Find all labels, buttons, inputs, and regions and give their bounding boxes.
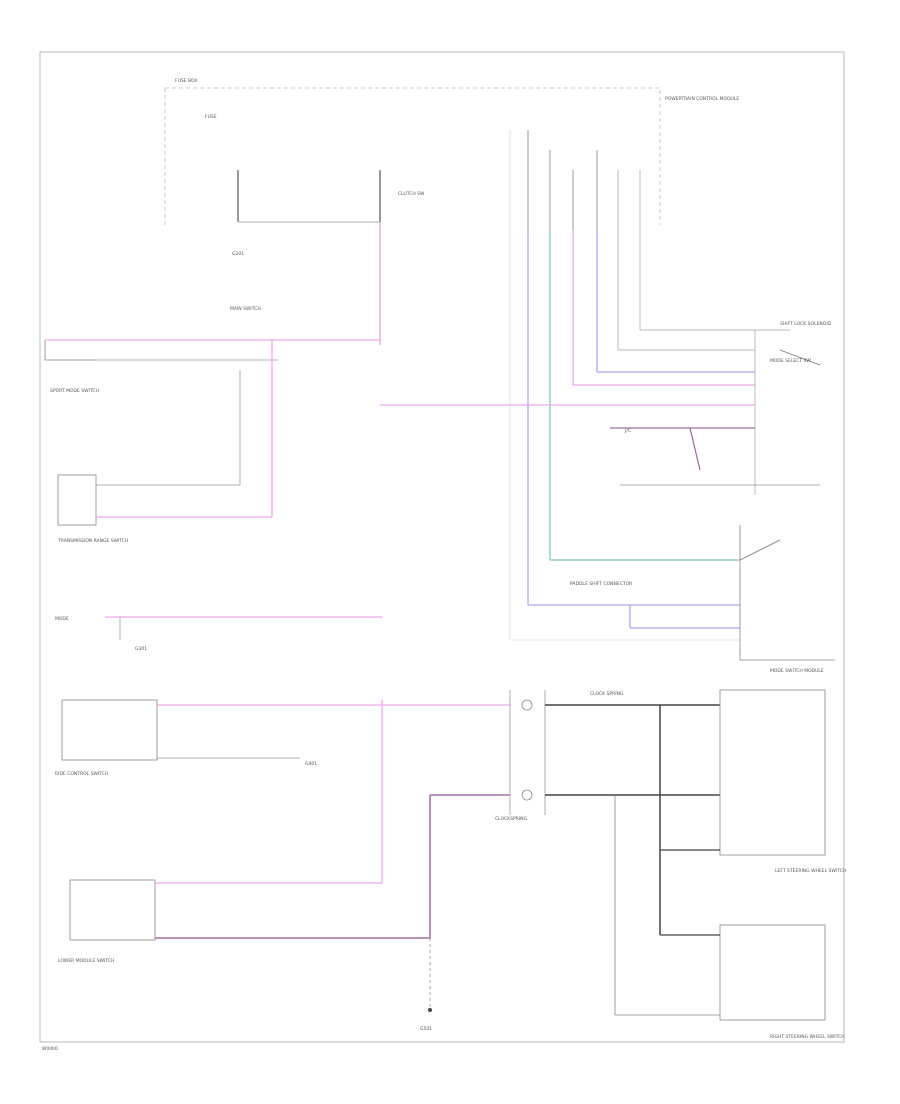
shift-lock-block: SHIFT LOCK SOLENOID MODE SELECT SW J/C <box>380 321 832 495</box>
left-steering-switch: LEFT STEERING WHEEL SWITCH <box>660 689 846 874</box>
transmission-switch-label: TRANSMISSION RANGE SWITCH <box>57 538 128 544</box>
clock-spring-label: CLOCKSPRING <box>495 816 528 822</box>
clock-spring: CLOCKSPRING CLOCK SPRING <box>495 690 720 1015</box>
ride-control-switch: RIDE CONTROL SWITCH G401 <box>55 699 510 777</box>
mode-select-label: MODE SELECT SW <box>770 358 811 364</box>
clutch-switch-label: CLUTCH SW <box>398 191 425 197</box>
clock-spring-top-label: CLOCK SPRING <box>590 691 624 697</box>
lower-module-label: LOWER MODULE SWITCH <box>58 958 114 964</box>
left-steering-label: LEFT STEERING WHEEL SWITCH <box>775 868 846 874</box>
ground-left-label: G201 <box>232 251 244 257</box>
ride-ground-label: G401 <box>305 761 317 767</box>
lower-module-switch: LOWER MODULE SWITCH <box>58 700 510 964</box>
splice-ground-label: G501 <box>420 1026 432 1032</box>
paddle-connector-label: PADDLE SHIFT CONNECTOR <box>570 581 632 587</box>
sport-mode-switch: SPORT MODE SWITCH MAIN SWITCH <box>44 306 380 394</box>
right-steering-label: RIGHT STEERING WHEEL SWITCH <box>770 1034 845 1040</box>
fuse-box: FUSE BOX FUSE POWERTRAIN CONTROL MODULE <box>164 78 739 225</box>
connector-bundle <box>509 130 790 641</box>
clutch-switch: CLUTCH SW <box>379 170 425 222</box>
sport-mode-label: SPORT MODE SWITCH <box>50 388 99 394</box>
page-id: W0000 <box>42 1046 58 1052</box>
mode-switch-module: MODE SWITCH MODULE PADDLE SHIFT CONNECTO… <box>570 525 835 674</box>
ride-control-label: RIDE CONTROL SWITCH <box>55 771 108 777</box>
fuse-label: FUSE <box>205 114 217 120</box>
main-switch-label: MAIN SWITCH <box>230 306 261 312</box>
mode-connector-label: MODE <box>55 616 69 622</box>
mode-switch-module-label: MODE SWITCH MODULE <box>770 668 824 674</box>
control-module-label: POWERTRAIN CONTROL MODULE <box>665 96 739 102</box>
mode-connector: MODE G301 <box>55 616 382 652</box>
diagram-border <box>39 51 845 1043</box>
junction-label: J/C <box>624 428 631 434</box>
mode-ground-label: G301 <box>135 646 147 652</box>
fuse-box-label: FUSE BOX <box>175 78 197 84</box>
transmission-switch: TRANSMISSION RANGE SWITCH <box>57 340 273 544</box>
splice-ground: G501 <box>420 938 432 1032</box>
right-steering-switch: RIGHT STEERING WHEEL SWITCH <box>615 924 845 1040</box>
shift-lock-label: SHIFT LOCK SOLENOID <box>780 321 832 327</box>
left-fuse: G201 <box>232 170 380 257</box>
